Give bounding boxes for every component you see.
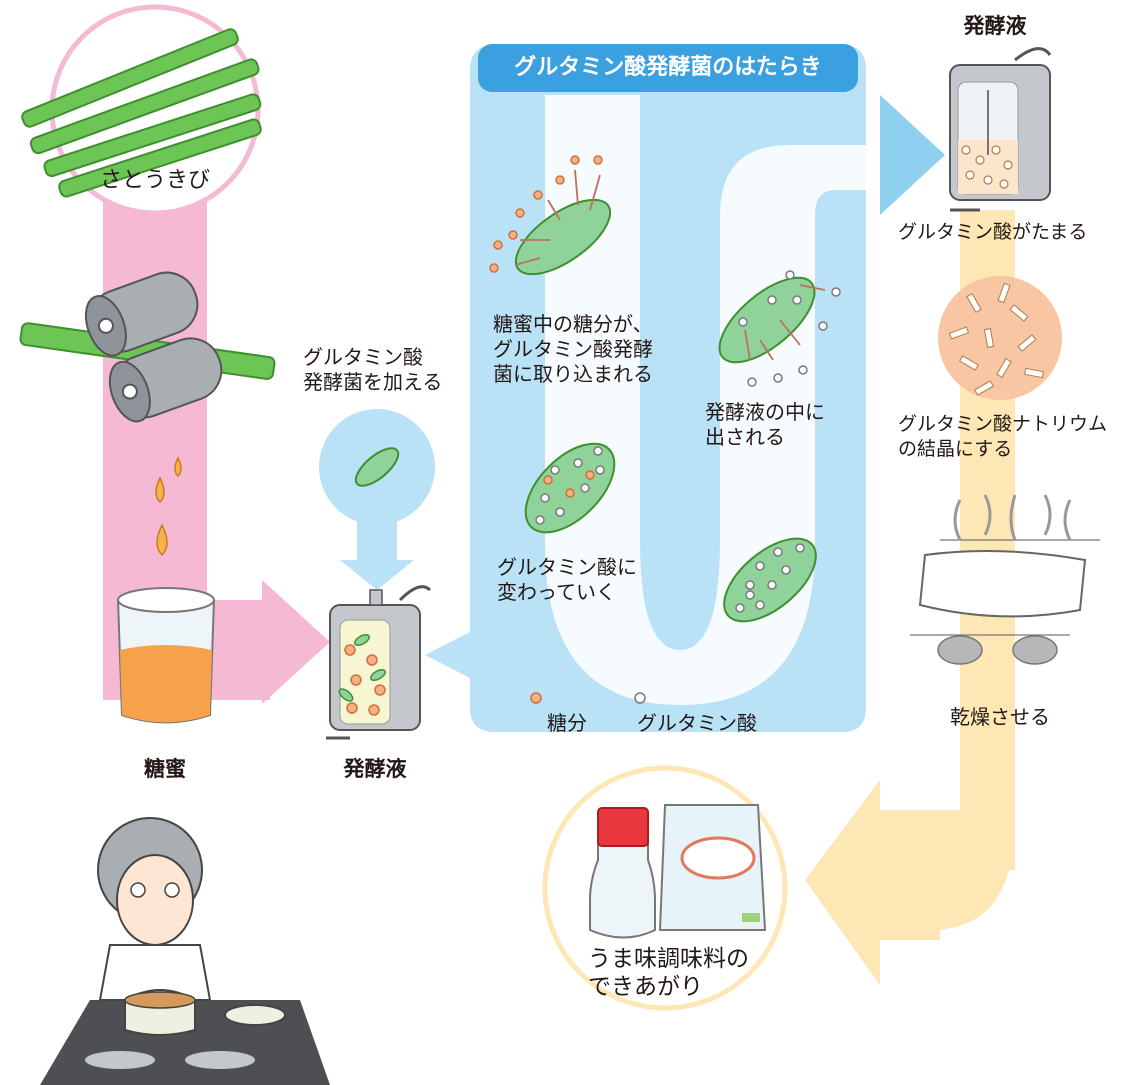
- products-illustration: [542, 765, 788, 1011]
- crystals-illustration: [938, 276, 1062, 400]
- bacteria-panel: [425, 45, 945, 732]
- label-broth-right: 発酵液: [963, 14, 1027, 38]
- legend-glutamate: グルタミン酸: [637, 711, 757, 735]
- legend: 糖分 グルタミン酸: [533, 686, 833, 736]
- bacteria-cells: [489, 155, 841, 704]
- legend-sugar: 糖分: [547, 711, 587, 735]
- drying-rack-illustration: [910, 494, 1100, 665]
- label-dry: 乾燥させる: [950, 705, 1050, 729]
- fermenter-right-illustration: [949, 47, 1052, 212]
- molasses-glass-illustration: [117, 587, 215, 724]
- cook-illustration: [40, 817, 330, 1085]
- label-broth-left: 発酵液: [343, 757, 407, 781]
- label-add-bacteria: グルタミン酸 発酵菌を加える: [303, 345, 443, 394]
- label-accumulate: グルタミン酸がたまる: [898, 221, 1088, 243]
- label-finished: うま味調味料の できあがり: [588, 946, 749, 1000]
- legend-marks: [530, 692, 646, 704]
- sugarcane-illustration: [21, 4, 262, 216]
- fermenter-left-illustration: [326, 585, 432, 740]
- label-crystallize: グルタミン酸ナトリウム の結晶にする: [898, 413, 1108, 460]
- label-convert: グルタミン酸に 変わっていく: [497, 555, 637, 604]
- label-sugarcane: さとうきび: [99, 168, 210, 193]
- panel-title-banner: グルタミン酸発酵菌のはたらき: [478, 44, 858, 92]
- bacteria-add-drop: [319, 409, 435, 590]
- label-molasses: 糖蜜: [144, 757, 186, 781]
- label-uptake: 糖蜜中の糖分が、 グルタミン酸発酵 菌に取り込まれる: [493, 312, 653, 386]
- roller-press-illustration: [19, 271, 276, 557]
- label-release: 発酵液の中に 出される: [705, 400, 825, 449]
